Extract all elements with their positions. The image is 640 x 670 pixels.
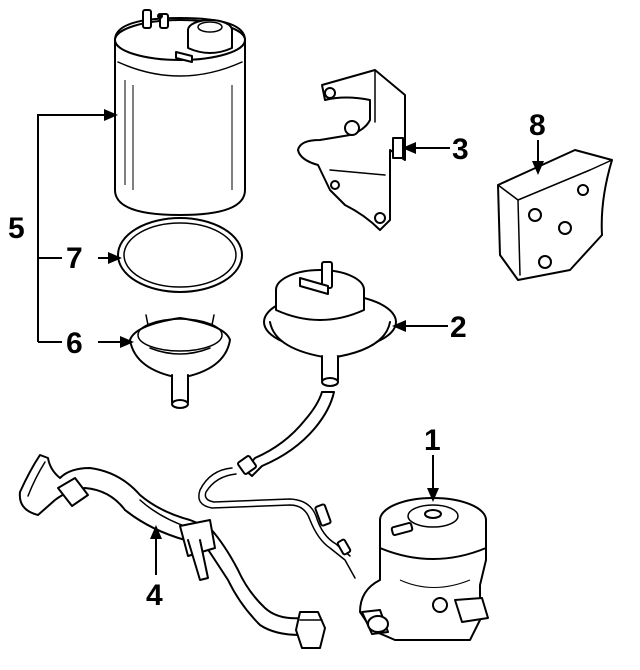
charcoal-canister [114,9,246,216]
callout-6: 6 [66,327,83,360]
vacuum-hose [237,391,335,477]
callout-5: 5 [8,212,25,245]
callout-8: 8 [529,109,546,142]
egr-pipe [18,454,326,649]
callout-2: 2 [450,311,467,344]
callout-4: 4 [146,579,163,612]
canister-cap [129,314,231,409]
mounting-bracket [297,69,406,231]
callout-3: 3 [452,133,469,166]
callout-7: 7 [66,242,83,275]
egr-valve [359,497,489,641]
vacuum-tube [198,467,356,579]
callout-leaders [37,109,544,575]
bracket-plate [497,149,613,281]
vacuum-modulator [263,261,397,387]
callout-1: 1 [424,424,441,457]
canister-filter [117,217,243,293]
